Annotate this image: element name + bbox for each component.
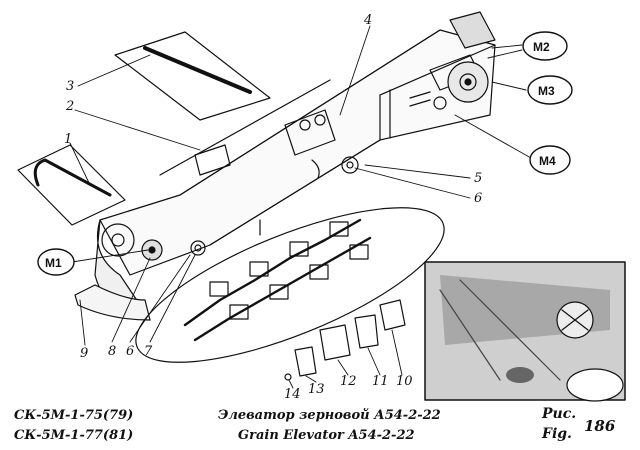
callout-14: 14 [284,387,301,402]
part-4-bracket [284,109,336,156]
callout-10: 10 [396,374,413,389]
callout-13: 13 [308,382,325,397]
part-1-hook-rod [17,144,126,226]
callout-1: 1 [64,132,72,147]
fig-label-russian: Рис. [542,406,577,422]
marker-m4: M4 [539,154,556,168]
callout-11: 11 [372,374,389,389]
fig-label-english: Fig. [542,426,572,442]
callout-3: 3 [66,79,74,94]
callout-5: 5 [474,171,482,186]
callout-7: 7 [144,344,153,359]
callout-9: 9 [80,346,88,361]
top-sprocket [433,61,489,110]
leader-lines [69,25,532,389]
figure-number: 186 [584,417,616,435]
bottom-cover [74,284,151,321]
title-russian: Элеватор зерновой А54-2-22 [218,408,441,423]
callout-2: 2 [65,99,74,114]
model-line-2: СК-5М-1-77(81) [14,428,134,443]
callout-12: 12 [340,374,357,389]
callout-4: 4 [363,13,372,28]
callout-6-lower: 6 [126,344,134,359]
small-parts-10-14 [284,299,406,381]
callout-numbers: 1 2 3 4 5 6 7 8 6 9 10 11 12 13 14 M2 M3… [45,13,556,402]
model-line-1: СК-5М-1-75(79) [14,408,134,423]
callout-8: 8 [108,344,116,359]
callout-6: 6 [474,191,482,206]
marker-m2: M2 [533,40,550,54]
part-3-shaft [114,31,271,121]
bottom-sprocket [141,239,206,261]
marker-m3: M3 [538,84,555,98]
marker-circles [37,31,573,276]
part-2-plate [194,144,231,176]
part-5-6-bearing [311,156,359,179]
title-english: Grain Elevator A54-2-22 [238,428,415,443]
bucket-chain-group [135,207,445,363]
inset-photo [424,261,626,402]
marker-m1: M1 [45,256,62,270]
